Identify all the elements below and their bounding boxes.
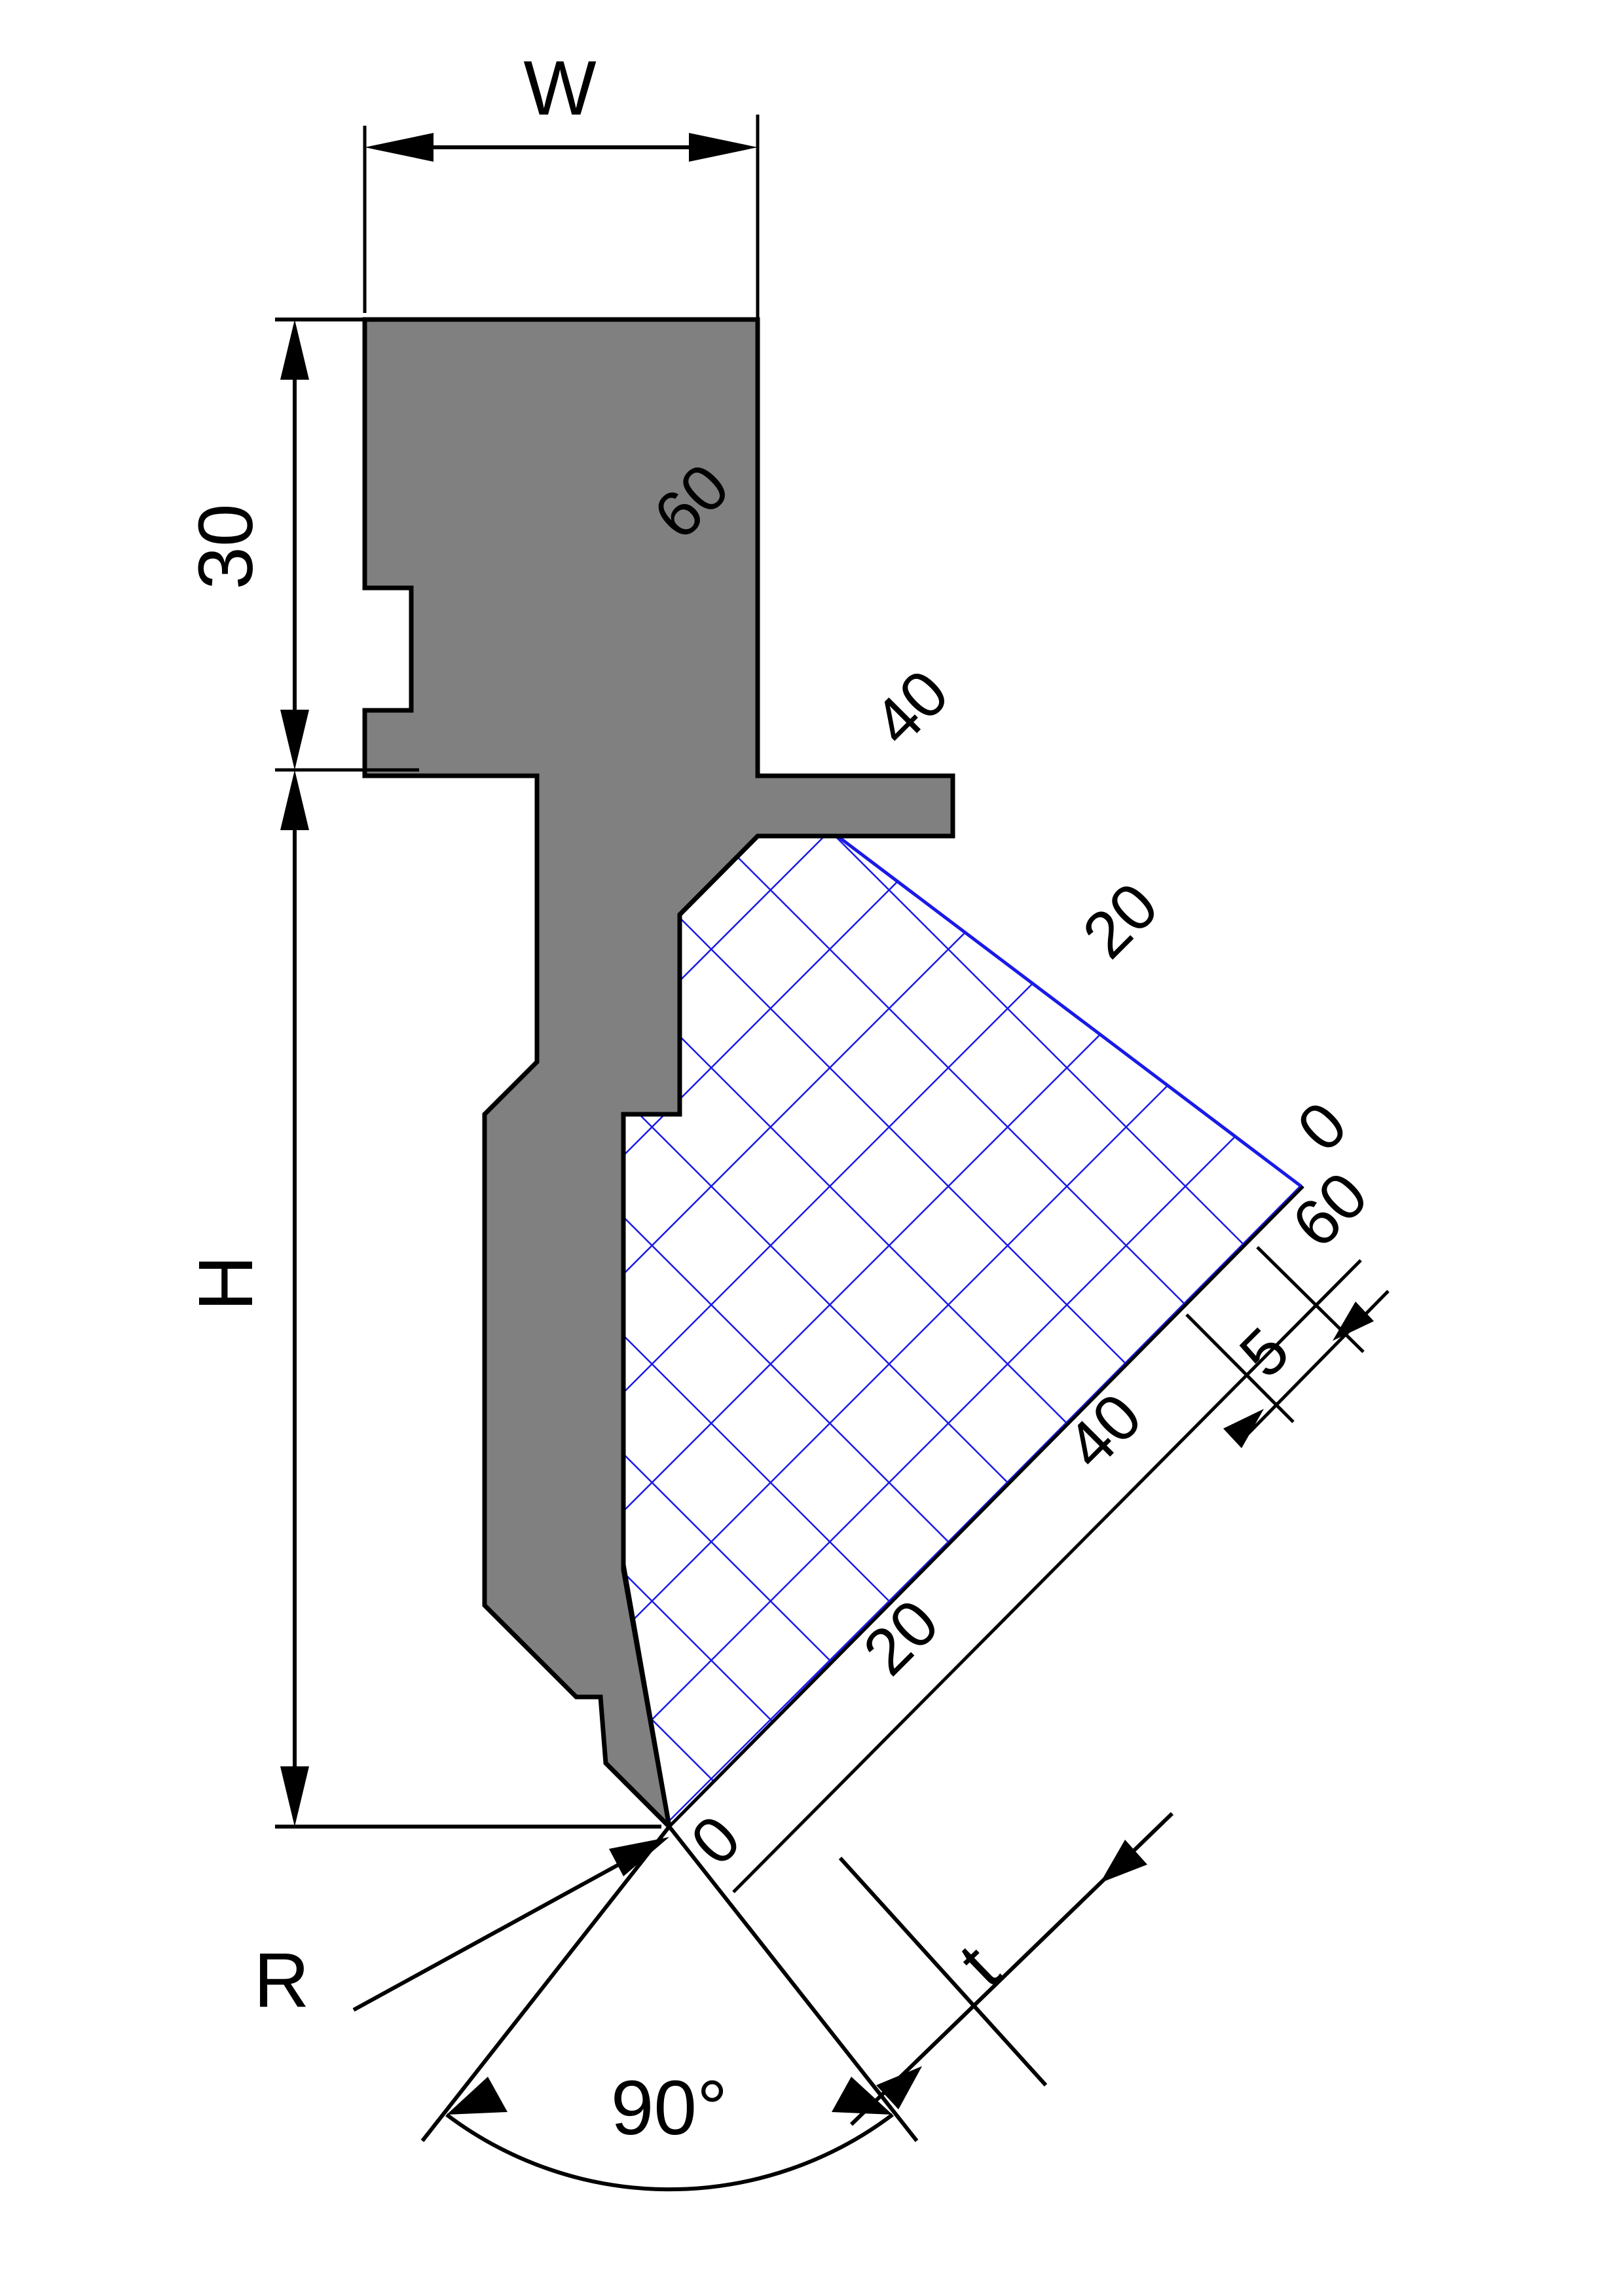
dimH-arrow-top [280, 770, 309, 830]
label-30: 30 [183, 503, 269, 589]
punch-body-outline [362, 317, 955, 1834]
angle-leg-left [420, 1825, 671, 2142]
dim5-arrow-down [1223, 1409, 1264, 1448]
dim30-arrow-bottom [280, 710, 309, 770]
r-leader-arrow [609, 1837, 669, 1876]
dim30-arrow-top [280, 319, 309, 380]
w-arrow-left [365, 133, 434, 162]
scale-label-lower-0: 0 [677, 1802, 755, 1880]
leader-R: R [253, 1837, 669, 2024]
dimension-H: H [183, 770, 661, 1829]
angle-arrow-left [447, 2077, 507, 2115]
scale-label-upper-20: 20 [1069, 869, 1172, 972]
t-arrow-lower [876, 2066, 922, 2109]
ray-centerline [668, 1185, 1304, 1828]
label-5: 5 [1226, 1314, 1304, 1392]
label-R: R [253, 1937, 309, 2024]
dim5-arrow-up [1333, 1302, 1374, 1341]
dimension-5: 5 [1185, 1246, 1390, 1448]
angle-arc [445, 2113, 894, 2192]
label-W: W [523, 45, 596, 132]
t-ext-outer [928, 1961, 931, 1964]
scale-label-upper-0: 0 [1283, 1088, 1361, 1166]
scale-label-lower-60: 60 [1278, 1158, 1382, 1262]
label-t: t [944, 1929, 1015, 2003]
label-90deg: 90° [611, 2065, 728, 2151]
dimension-t: t [838, 1812, 1174, 2126]
angle-90: 90° [420, 1825, 919, 2192]
t-ext-inner [838, 1856, 1048, 2087]
r-leader-line [352, 1848, 646, 2012]
scale-label-upper-40: 40 [859, 656, 963, 759]
t-arrow-upper [1100, 1840, 1147, 1883]
dimension-30: 30 [183, 318, 419, 772]
angle-arrow-right [832, 2077, 893, 2115]
dimH-arrow-bottom [280, 1766, 309, 1827]
angle-leg-right [667, 1825, 919, 2142]
w-arrow-right [689, 133, 758, 162]
reference-rays [668, 1185, 1362, 1893]
label-H: H [183, 1255, 269, 1311]
dimension-W: W [363, 45, 760, 776]
ray-offset [732, 1259, 1362, 1893]
